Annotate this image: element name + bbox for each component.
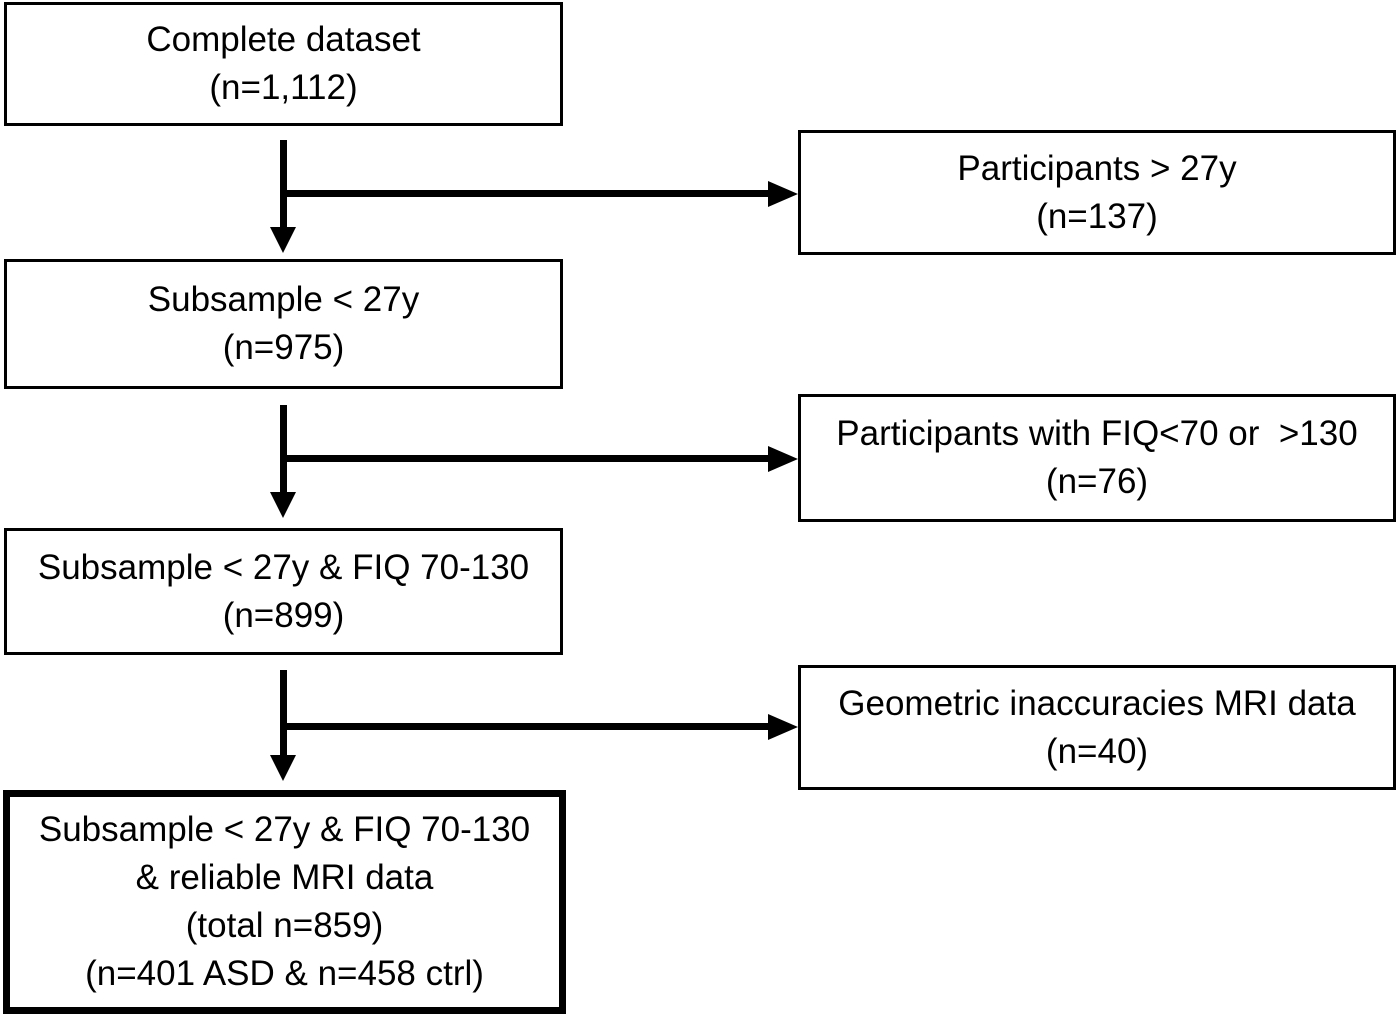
node-count-line: (total n=859) — [185, 906, 384, 945]
node-text-line: Subsample < 27y & FIQ 70-130 — [37, 547, 530, 587]
node-count-line: (n=401 ASD & n=458 ctrl) — [85, 954, 484, 993]
node-final-sample: Subsample < 27y & FIQ 70-130 & reliable … — [3, 790, 566, 1014]
arrow-down-1 — [280, 140, 287, 227]
node-count-line: (n=899) — [222, 595, 345, 635]
node-text-line: Participants with FIQ<70 or >130 — [836, 414, 1358, 453]
node-text-line: Complete dataset — [146, 20, 421, 59]
arrowhead-down-icon — [270, 227, 296, 253]
node-count-line: (n=1,112) — [209, 68, 358, 107]
node-text-line: Geometric inaccuracies MRI data — [838, 683, 1356, 723]
node-count-line: (n=975) — [222, 328, 345, 367]
node-excluded-fiq: Participants with FIQ<70 or >130 (n=76) — [798, 394, 1396, 522]
node-text-line: Subsample < 27y — [147, 280, 420, 319]
arrow-down-2 — [280, 405, 287, 492]
arrowhead-down-icon — [270, 492, 296, 518]
arrow-down-3 — [280, 670, 287, 755]
arrow-branch-1 — [283, 190, 768, 197]
arrow-branch-3 — [283, 723, 768, 730]
node-excluded-mri: Geometric inaccuracies MRI data (n=40) — [798, 665, 1396, 790]
arrowhead-right-icon — [768, 181, 798, 207]
node-subsample-under-27y: Subsample < 27y (n=975) — [4, 259, 563, 389]
node-text-line: Participants > 27y — [957, 148, 1237, 188]
node-count-line: (n=40) — [1045, 731, 1149, 771]
arrowhead-right-icon — [768, 714, 798, 740]
node-complete-dataset: Complete dataset (n=1,112) — [4, 2, 563, 126]
arrowhead-down-icon — [270, 755, 296, 781]
node-subsample-fiq: Subsample < 27y & FIQ 70-130 (n=899) — [4, 528, 563, 655]
node-excluded-over-27y: Participants > 27y (n=137) — [798, 130, 1396, 255]
node-text-line: & reliable MRI data — [135, 858, 434, 897]
arrowhead-right-icon — [768, 446, 798, 472]
node-count-line: (n=76) — [1045, 462, 1149, 501]
arrow-branch-2 — [283, 455, 768, 462]
node-text-line: Subsample < 27y & FIQ 70-130 — [38, 810, 531, 849]
node-count-line: (n=137) — [1036, 196, 1158, 236]
